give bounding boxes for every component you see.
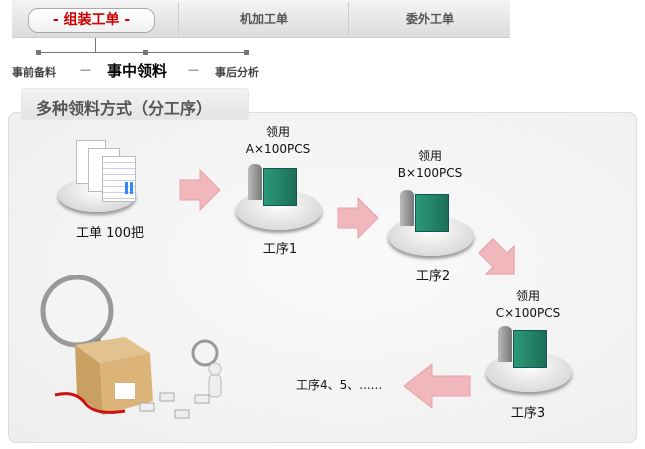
process-2-name: 工序2 — [415, 269, 451, 284]
tab-bar: - 组装工单 - 机加工单 委外工单 — [12, 0, 510, 38]
arrow-right-icon — [337, 196, 379, 240]
more-processes-label: 工序4、5、...... — [296, 378, 383, 392]
tab-outsourcing-work-order[interactable]: 委外工单 — [405, 12, 454, 26]
step-separator: — — [80, 63, 91, 76]
magnifier-box-illustration-icon — [40, 275, 222, 419]
arrow-left-icon — [403, 362, 471, 410]
connector-node — [36, 50, 41, 55]
tab-divider — [178, 2, 179, 36]
process-1-qty: A×100PCS — [245, 142, 311, 156]
step-separator: — — [188, 63, 199, 76]
tab-machining-work-order[interactable]: 机加工单 — [239, 12, 288, 26]
process-3-qty: C×100PCS — [495, 306, 561, 320]
arrow-right-icon — [179, 168, 221, 212]
work-order-label: 工单 100把 — [76, 226, 144, 241]
tab-divider — [348, 2, 349, 36]
process-3-name: 工序3 — [510, 406, 546, 421]
step-post-analysis[interactable]: 事后分析 — [215, 66, 259, 79]
process-1-name: 工序1 — [262, 242, 298, 257]
connector-node — [143, 50, 148, 55]
arrow-down-right-icon — [478, 238, 515, 275]
process-1-use: 领用 — [265, 125, 290, 139]
connector-node — [244, 50, 249, 55]
connector-line — [95, 38, 96, 52]
tab-assembly-work-order[interactable]: - 组装工单 - — [28, 8, 155, 33]
section-title: 多种领料方式（分工序） — [21, 88, 249, 120]
process-2-use: 领用 — [417, 149, 442, 163]
process-3-use: 领用 — [515, 289, 540, 303]
step-pre-preparation[interactable]: 事前备料 — [12, 66, 56, 79]
process-2-qty: B×100PCS — [397, 166, 463, 180]
step-in-process-picking[interactable]: 事中领料 — [107, 62, 168, 80]
